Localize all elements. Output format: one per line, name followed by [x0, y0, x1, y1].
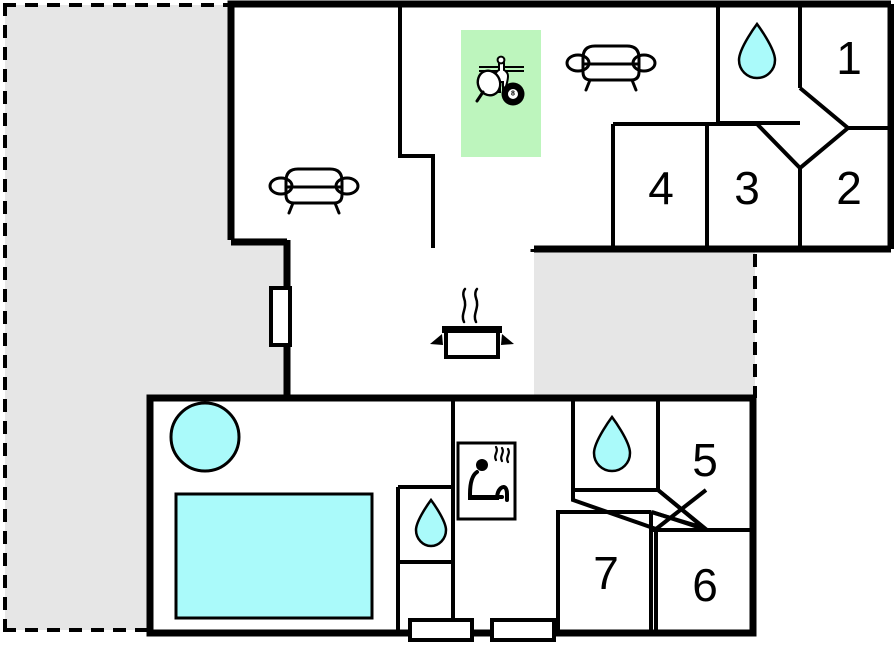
water-drop-icon-lower-upper [592, 414, 632, 473]
pool-round-basin [169, 401, 241, 473]
dashed-boundary-group [3, 3, 757, 632]
upper-wall-west-north [227, 0, 891, 240]
swimming-pool [174, 492, 374, 620]
steam-wave-left [461, 287, 467, 324]
water-drop-icon-top [737, 21, 777, 80]
wall-diag-seg-2 [654, 488, 708, 531]
steam-wave-right [473, 287, 479, 324]
water-drop-icon-lower-left [414, 497, 448, 548]
room-number-6: 6 [692, 559, 718, 611]
kitchen-pot-icon [430, 287, 514, 359]
terrace-outside-left [5, 5, 287, 630]
sofa-icon-upper-right [565, 44, 657, 92]
room-number-5: 5 [692, 434, 718, 486]
wall-living-games-divider [398, 4, 435, 248]
door-opening-south-right[interactable] [490, 618, 556, 642]
terrace-outside-center [534, 252, 755, 396]
room-number-3: 3 [734, 162, 760, 214]
room-number-7: 7 [593, 547, 619, 599]
room-number-4: 4 [648, 162, 674, 214]
outside-areas-group [5, 5, 755, 630]
room-number-2: 2 [836, 162, 862, 214]
upper-block-outline [231, 3, 891, 250]
games-room-icon: 8 [475, 55, 525, 106]
upper-block-interior-walls [398, 4, 890, 248]
table-tennis-paddle [476, 69, 502, 97]
games-area-highlight [461, 30, 541, 157]
room-number-labels: 1 2 3 4 5 6 7 [593, 32, 862, 611]
wall-hall-lower-left [556, 510, 651, 633]
room-number-1: 1 [836, 32, 862, 84]
sofa-icon-upper-left [268, 167, 360, 215]
wall-diag-seg-1 [571, 490, 657, 531]
lower-diagonal-detail [571, 488, 708, 633]
door-opening-west[interactable] [269, 286, 292, 347]
door-opening-south-left[interactable] [408, 618, 474, 642]
sauna-icon [456, 441, 517, 521]
sauna-heat-waves [494, 445, 510, 464]
svg-text:8: 8 [511, 91, 515, 98]
